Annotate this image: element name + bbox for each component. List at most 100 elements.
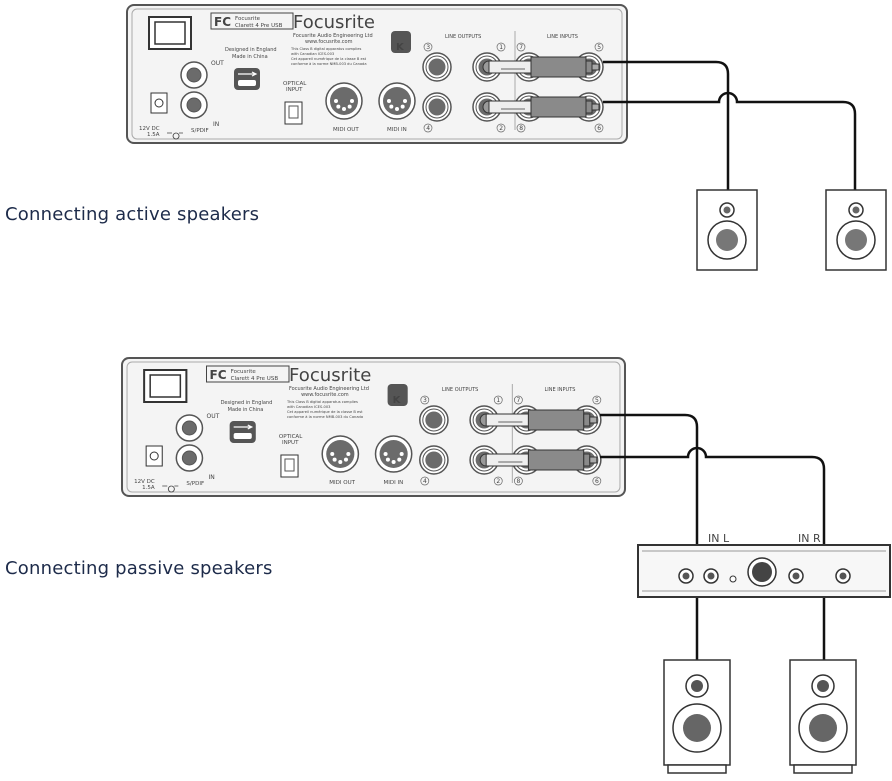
compliance-text: This Class B digital apparatus complies <box>286 400 358 404</box>
port-number: 3 <box>423 42 433 52</box>
midi-in-label: MIDI IN <box>384 480 404 486</box>
port-number-label: 7 <box>519 44 523 51</box>
caption-passive-speakers: Connecting passive speakers <box>5 558 273 579</box>
jack-plug-icon <box>482 96 600 118</box>
number-circle <box>516 42 526 52</box>
compliance-text: conforme à la norme NMB-003 du Canada <box>287 415 363 419</box>
rca-hole <box>186 97 202 113</box>
amp-knob-icon <box>703 568 719 584</box>
kensington-letter: K <box>393 395 402 406</box>
number-circle <box>592 395 602 405</box>
company-name: Focusrite Audio Engineering Ltd <box>289 386 369 392</box>
midi-pin <box>397 457 402 462</box>
jack-plug-icon <box>479 409 598 431</box>
plug-strain-relief <box>585 100 593 114</box>
port-number-label: 1 <box>496 397 500 404</box>
cable-left-to-amp <box>600 413 699 547</box>
port-number-label: 4 <box>423 478 427 485</box>
midi-pin <box>338 460 343 464</box>
dc-hole <box>149 451 159 461</box>
plug-tail <box>591 103 600 111</box>
optical-label: OPTICAL <box>279 434 303 440</box>
plug-tail <box>589 456 598 464</box>
number-circle <box>493 476 503 486</box>
midi-in-port <box>378 82 416 120</box>
tweeter-dome <box>817 680 829 692</box>
port-number-label: 2 <box>496 478 500 485</box>
cable-right-active <box>603 91 857 195</box>
compliance-text: Cet appareil numérique de la classe B es… <box>287 410 363 414</box>
midi-out-port <box>325 82 363 120</box>
amp-knob-icon <box>835 568 851 584</box>
port-number-label: 8 <box>517 478 521 485</box>
number-circle <box>594 123 604 133</box>
midi-pin <box>330 452 335 456</box>
midi-pin <box>399 452 404 456</box>
port-number: 6 <box>592 476 602 486</box>
model-label-box <box>210 12 294 30</box>
optical-label-2: INPUT <box>282 440 299 446</box>
midi-pin <box>387 99 391 103</box>
spdif-label: S/PDIF <box>191 128 209 134</box>
focusrite-logo: Focusrite <box>289 365 371 386</box>
fcc-logo: FC <box>214 15 231 29</box>
port-number-label: 3 <box>423 397 427 404</box>
dc-current-label: 1.5A <box>147 132 160 138</box>
optical-input-port <box>280 454 299 478</box>
midi-pin <box>400 104 405 109</box>
lock-body <box>391 31 411 53</box>
passive-speaker-right <box>789 659 857 774</box>
port-number-label: 8 <box>519 125 523 132</box>
model-line1: Focusrite <box>235 16 261 22</box>
number-circle <box>496 42 506 52</box>
midi-pin <box>336 104 341 109</box>
jack-hole <box>425 411 443 429</box>
spdif-in-jack <box>180 91 208 119</box>
amp-knob-icon <box>678 568 694 584</box>
port-number: 8 <box>513 476 523 486</box>
line-inputs-label: LINE INPUTS <box>547 34 578 40</box>
port-number: 1 <box>496 42 506 52</box>
rca-hole <box>181 420 197 436</box>
jack-plug-icon <box>482 56 600 78</box>
midi-pin <box>383 452 388 456</box>
switch-rocker <box>149 374 182 398</box>
port-number: 6 <box>594 123 604 133</box>
power-switch <box>143 369 188 403</box>
midi-pin <box>395 107 399 111</box>
designed-in: Designed in England <box>225 47 277 53</box>
spdif-in-jack <box>175 444 204 472</box>
usb-slot <box>233 433 252 439</box>
optical-label-2: INPUT <box>286 87 303 93</box>
line-output-4 <box>422 92 452 122</box>
amp-led-icon <box>729 575 737 583</box>
rca-hole <box>181 450 197 466</box>
line-outputs-label: LINE OUTPUTS <box>445 34 481 40</box>
optical-input-port <box>284 101 303 125</box>
usb-body <box>234 68 260 90</box>
amp-volume-knob-icon <box>747 557 777 587</box>
number-circle <box>513 395 523 405</box>
line-inputs-label: LINE INPUTS <box>545 387 576 393</box>
power-amplifier: IN L IN R <box>637 532 891 598</box>
midi-pin <box>342 107 346 111</box>
port-number-label: 1 <box>499 44 503 51</box>
line-output-4 <box>419 445 449 475</box>
cable-right-to-amp <box>600 446 826 547</box>
plug-body <box>527 449 585 471</box>
port-number: 2 <box>493 476 503 486</box>
line-outputs-label: LINE OUTPUTS <box>442 387 478 393</box>
dc-power-jack <box>145 445 163 467</box>
midi-out-port <box>321 435 360 473</box>
made-in: Made in China <box>228 407 264 413</box>
cable-left-active <box>603 60 730 195</box>
jack-hole <box>425 451 443 469</box>
midi-pin <box>347 104 352 109</box>
number-circle <box>420 476 430 486</box>
dc-power-jack <box>150 92 168 114</box>
midi-pin <box>385 457 390 462</box>
port-number: 8 <box>516 123 526 133</box>
midi-in-label: MIDI IN <box>387 127 407 133</box>
spdif-out-label: OUT <box>207 413 220 420</box>
